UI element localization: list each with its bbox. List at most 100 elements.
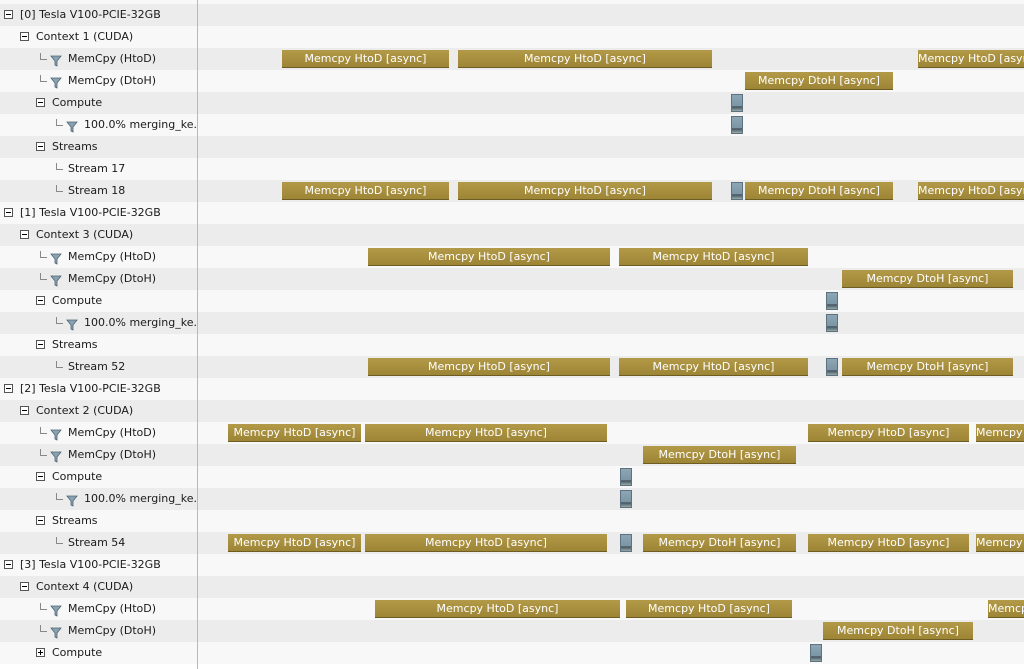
kernel-bar[interactable]: [826, 358, 838, 376]
collapse-icon[interactable]: [20, 582, 29, 591]
memcpy-htod-bar[interactable]: Memcpy HtoD [async]: [619, 248, 808, 266]
tree-connector: [40, 625, 47, 632]
tree-row-context-1[interactable]: Context 1 (CUDA): [0, 26, 197, 48]
memcpy-htod-bar[interactable]: Memcpy HtoD [async]: [368, 358, 610, 376]
memcpy-dtoh-bar[interactable]: Memcpy DtoH [async]: [643, 534, 796, 552]
expand-icon[interactable]: [36, 648, 45, 657]
collapse-icon[interactable]: [4, 384, 13, 393]
memcpy-htod-bar[interactable]: Memcpy HtoD [async]: [365, 424, 607, 442]
tree-row-memcpy-htod-row[interactable]: MemCpy (HtoD): [0, 598, 197, 620]
filter-icon[interactable]: [50, 53, 62, 67]
filter-icon[interactable]: [66, 119, 78, 133]
collapse-icon[interactable]: [36, 340, 45, 349]
memcpy-htod-bar[interactable]: Memcpy HtoD [async]: [282, 50, 449, 68]
memcpy-htod-bar[interactable]: Memcpy HtoD [async]: [458, 182, 712, 200]
tree-row-memcpy-htod-row[interactable]: MemCpy (HtoD): [0, 48, 197, 70]
tree-row-device-1[interactable]: [1] Tesla V100-PCIE-32GB: [0, 202, 197, 224]
memcpy-dtoh-bar[interactable]: Memcpy DtoH [async]: [842, 358, 1013, 376]
tree-row-device-3[interactable]: [3] Tesla V100-PCIE-32GB: [0, 554, 197, 576]
filter-icon[interactable]: [66, 317, 78, 331]
kernel-bar[interactable]: [620, 468, 632, 486]
tree-row-compute-row[interactable]: Compute: [0, 642, 197, 664]
kernel-bar[interactable]: [731, 94, 743, 112]
kernel-bar[interactable]: [810, 644, 822, 662]
filter-icon[interactable]: [50, 75, 62, 89]
kernel-bar[interactable]: [620, 490, 632, 508]
tree-row-memcpy-dtoh-row[interactable]: MemCpy (DtoH): [0, 444, 197, 466]
memcpy-htod-bar[interactable]: Memcpy HtoD [async]: [458, 50, 712, 68]
memcpy-dtoh-bar[interactable]: Memcpy DtoH [async]: [745, 72, 893, 90]
tree-row-streams-row[interactable]: Streams: [0, 136, 197, 158]
memcpy-dtoh-bar[interactable]: Memcpy DtoH [async]: [643, 446, 796, 464]
timeline-row-stream-52: Memcpy HtoD [async] Memcpy HtoD [async] Me…: [198, 356, 1024, 378]
panel-divider[interactable]: [197, 0, 198, 669]
tree-row-stream-54[interactable]: Stream 54: [0, 532, 197, 554]
collapse-icon[interactable]: [36, 98, 45, 107]
tree-row-stream-17[interactable]: Stream 17: [0, 158, 197, 180]
filter-icon[interactable]: [66, 493, 78, 507]
tree-connector: [40, 273, 47, 280]
tree-row-memcpy-dtoh-row[interactable]: MemCpy (DtoH): [0, 70, 197, 92]
memcpy-htod-bar[interactable]: Memcpy HtoD [async]: [228, 534, 361, 552]
tree-row-context-3[interactable]: Context 3 (CUDA): [0, 224, 197, 246]
collapse-icon[interactable]: [20, 406, 29, 415]
memcpy-htod-bar[interactable]: Memcpy HtoD [async]: [976, 534, 1024, 552]
memcpy-htod-bar[interactable]: Memcpy HtoD [async]: [918, 182, 1024, 200]
filter-icon[interactable]: [50, 449, 62, 463]
collapse-icon[interactable]: [4, 560, 13, 569]
tree-row-context-4[interactable]: Context 4 (CUDA): [0, 576, 197, 598]
tree-row-memcpy-htod-row[interactable]: MemCpy (HtoD): [0, 246, 197, 268]
kernel-bar[interactable]: [620, 534, 632, 552]
kernel-bar[interactable]: [731, 182, 743, 200]
tree-row-streams-row[interactable]: Streams: [0, 510, 197, 532]
collapse-icon[interactable]: [20, 230, 29, 239]
kernel-bar[interactable]: [731, 116, 743, 134]
tree-row-device-0[interactable]: [0] Tesla V100-PCIE-32GB: [0, 4, 197, 26]
collapse-icon[interactable]: [36, 296, 45, 305]
filter-icon[interactable]: [50, 251, 62, 265]
kernel-bar[interactable]: [826, 292, 838, 310]
tree-row-streams-row[interactable]: Streams: [0, 334, 197, 356]
tree-row-memcpy-dtoh-row[interactable]: MemCpy (DtoH): [0, 620, 197, 642]
tree-row-context-2[interactable]: Context 2 (CUDA): [0, 400, 197, 422]
collapse-icon[interactable]: [4, 10, 13, 19]
tree-row-kernel-row[interactable]: 100.0% merging_ke...: [0, 312, 197, 334]
tree-row-stream-18[interactable]: Stream 18: [0, 180, 197, 202]
memcpy-htod-bar[interactable]: Memcpy HtoD [async]: [976, 424, 1024, 442]
tree-row-memcpy-dtoh-row[interactable]: MemCpy (DtoH): [0, 268, 197, 290]
memcpy-htod-bar[interactable]: Memcpy HtoD [async]: [626, 600, 792, 618]
tree-row-compute-row[interactable]: Compute: [0, 92, 197, 114]
memcpy-dtoh-bar[interactable]: Memcpy DtoH [async]: [842, 270, 1013, 288]
collapse-icon[interactable]: [36, 516, 45, 525]
memcpy-htod-bar[interactable]: Memcpy HtoD [async]: [619, 358, 808, 376]
memcpy-htod-bar[interactable]: Memcpy HtoD [async]: [918, 50, 1024, 68]
collapse-icon[interactable]: [36, 472, 45, 481]
row-label: Compute: [52, 646, 103, 659]
tree-row-kernel-row[interactable]: 100.0% merging_ke...: [0, 488, 197, 510]
memcpy-htod-bar[interactable]: Memcpy HtoD [async]: [808, 424, 969, 442]
memcpy-dtoh-bar[interactable]: Memcpy DtoH [async]: [823, 622, 973, 640]
memcpy-htod-bar[interactable]: Memcpy HtoD [async]: [228, 424, 361, 442]
tree-row-compute-row[interactable]: Compute: [0, 290, 197, 312]
filter-icon[interactable]: [50, 603, 62, 617]
memcpy-htod-bar[interactable]: Memcpy HtoD [async]: [365, 534, 607, 552]
tree-row-kernel-row[interactable]: 100.0% merging_ke...: [0, 114, 197, 136]
tree-row-device-2[interactable]: [2] Tesla V100-PCIE-32GB: [0, 378, 197, 400]
memcpy-htod-bar[interactable]: Memcpy HtoD [async]: [368, 248, 610, 266]
timeline-row-streams-row: [198, 334, 1024, 356]
tree-row-compute-row[interactable]: Compute: [0, 466, 197, 488]
filter-icon[interactable]: [50, 427, 62, 441]
tree-row-memcpy-htod-row[interactable]: MemCpy (HtoD): [0, 422, 197, 444]
collapse-icon[interactable]: [36, 142, 45, 151]
memcpy-htod-bar[interactable]: Memcpy HtoD [async]: [808, 534, 969, 552]
memcpy-htod-bar[interactable]: Memcpy HtoD [async]: [375, 600, 620, 618]
filter-icon[interactable]: [50, 273, 62, 287]
collapse-icon[interactable]: [20, 32, 29, 41]
collapse-icon[interactable]: [4, 208, 13, 217]
tree-row-stream-52[interactable]: Stream 52: [0, 356, 197, 378]
memcpy-htod-bar[interactable]: Memcpy HtoD [async]: [988, 600, 1024, 618]
kernel-bar[interactable]: [826, 314, 838, 332]
filter-icon[interactable]: [50, 625, 62, 639]
memcpy-dtoh-bar[interactable]: Memcpy DtoH [async]: [745, 182, 893, 200]
memcpy-htod-bar[interactable]: Memcpy HtoD [async]: [282, 182, 449, 200]
